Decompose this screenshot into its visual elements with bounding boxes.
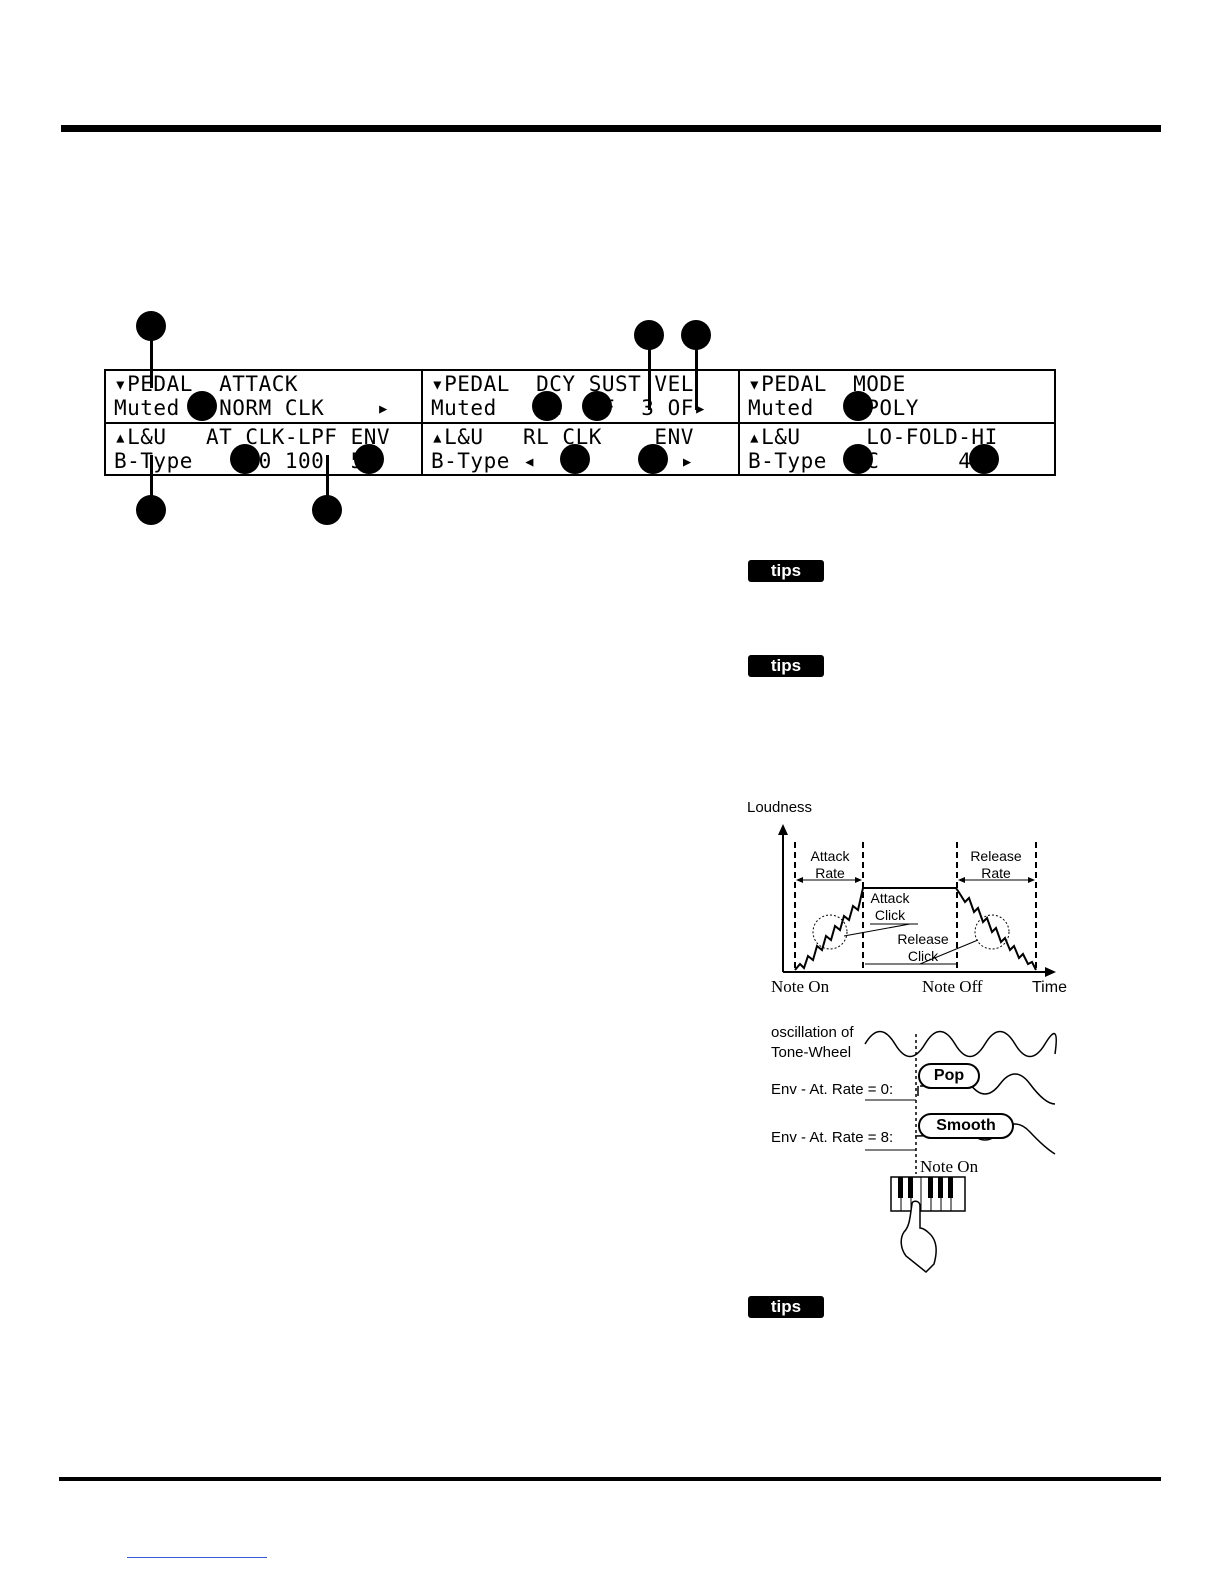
envelope-graph: [778, 824, 1056, 977]
top-rule: [61, 125, 1161, 132]
lcd-line-1: ▾PEDAL MODE: [748, 372, 906, 396]
release-rate-label-line2: Rate: [981, 865, 1011, 881]
lcd-lu-foldback: ▴L&U LO-FOLD-HI B-Type 2C 4G: [740, 424, 1054, 474]
keyboard-hand-icon: [890, 1176, 966, 1274]
lcd-pedal-mode: ▾PEDAL MODE Muted POLY: [740, 371, 1054, 424]
callout-leader-line: [695, 348, 698, 410]
callout-marker: [634, 320, 664, 350]
lcd-display-group: ▾PEDAL ATTACK Muted NORM CLK ▸ ▾PEDAL DC…: [104, 369, 1056, 476]
lcd-line-1: ▾PEDAL ATTACK: [114, 372, 299, 396]
callout-marker: [312, 495, 342, 525]
attack-click-label-line2: Click: [874, 907, 906, 923]
release-click-label-line1: Release: [897, 931, 949, 947]
callout-marker: [582, 391, 612, 421]
release-rate-label-line1: Release: [970, 848, 1022, 864]
lcd-pedal-attack: ▾PEDAL ATTACK Muted NORM CLK ▸: [106, 371, 423, 424]
callout-marker: [843, 391, 873, 421]
lcd-pedal-dcy-sust-vel: ▾PEDAL DCY SUST VEL Muted C OF 3 OF▸: [423, 371, 740, 424]
callout-marker: [136, 311, 166, 341]
callout-marker: [136, 495, 166, 525]
note-off-label: Note Off: [922, 977, 983, 996]
pop-bubble: Pop: [918, 1063, 980, 1089]
note-on-label: Note On: [771, 977, 830, 996]
lcd-line-1: ▾PEDAL DCY SUST VEL: [431, 372, 694, 396]
lcd-line-2: Muted C OF 3 OF▸: [431, 396, 708, 420]
lcd-line-1: ▴L&U AT CLK-LPF ENV: [114, 425, 391, 449]
callout-marker: [969, 444, 999, 474]
bottom-rule: [59, 1477, 1161, 1481]
callout-marker: [532, 391, 562, 421]
oscillation-label-line2: Tone-Wheel: [771, 1044, 852, 1061]
callout-marker: [843, 444, 873, 474]
callout-leader-line: [150, 455, 153, 497]
release-click-label-line2: Click: [907, 948, 939, 964]
env-rate-0-label: Env - At. Rate = 0:: [771, 1081, 894, 1098]
callout-leader-line: [150, 338, 153, 388]
callout-marker: [230, 444, 260, 474]
callout-marker: [354, 444, 384, 474]
callout-leader-line: [326, 455, 329, 497]
tips-badge: tips: [748, 1296, 824, 1318]
lcd-line-1: ▴L&U LO-FOLD-HI: [748, 425, 998, 449]
attack-click-label-line1: Attack: [870, 890, 910, 906]
time-label: Time: [1032, 979, 1067, 996]
lcd-line-2: Muted POLY: [748, 396, 919, 420]
tips-badge: tips: [748, 560, 824, 582]
callout-marker: [681, 320, 711, 350]
env-rate-8-label: Env - At. Rate = 8:: [771, 1129, 894, 1146]
lcd-lu-attack-clk: ▴L&U AT CLK-LPF ENV B-Type 10 100 5▸: [106, 424, 423, 474]
oscillation-label-line1: oscillation of: [771, 1024, 854, 1041]
callout-marker: [638, 444, 668, 474]
attack-rate-label-line1: Attack: [810, 848, 850, 864]
tips-badge: tips: [748, 655, 824, 677]
callout-marker: [187, 391, 217, 421]
callout-marker: [560, 444, 590, 474]
callout-leader-line: [648, 348, 651, 410]
attack-rate-label-line2: Rate: [815, 865, 845, 881]
tone-wheel-waves: [864, 1030, 1057, 1174]
y-axis-label: Loudness: [747, 799, 813, 816]
lcd-line-2: Muted NORM CLK ▸: [114, 396, 391, 420]
smooth-bubble: Smooth: [918, 1113, 1014, 1139]
footer-link-underline[interactable]: [127, 1557, 267, 1558]
note-on-label: Note On: [920, 1157, 979, 1176]
